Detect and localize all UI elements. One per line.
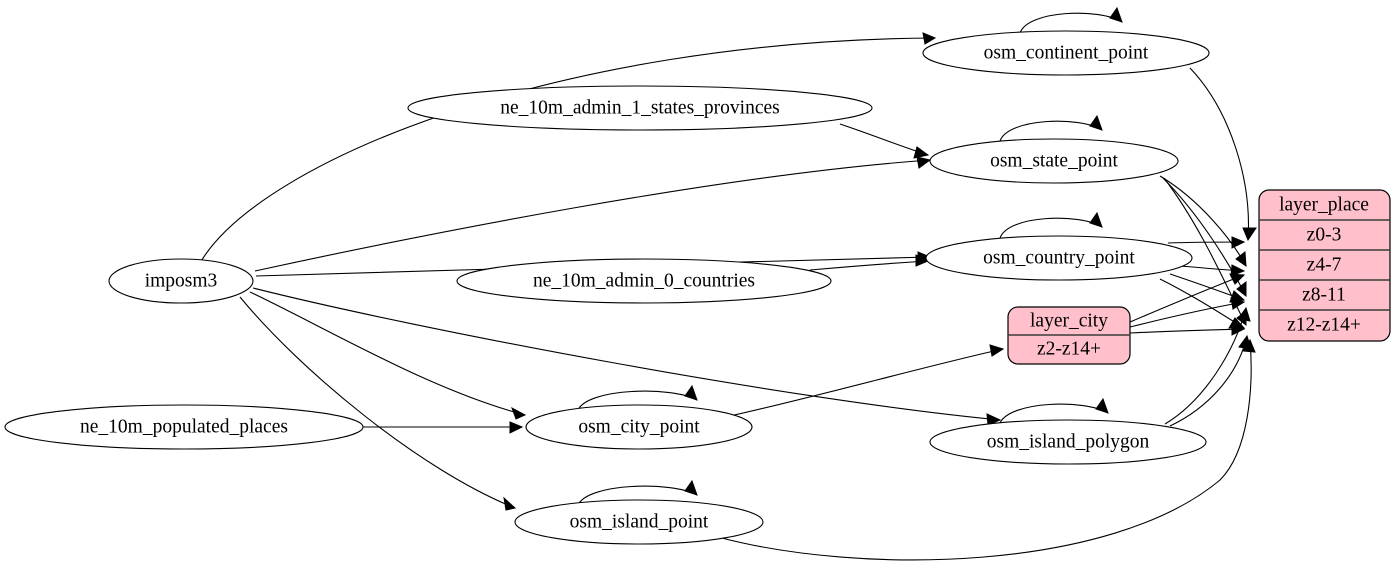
edge-imposm3-to-osm-island-point [239,296,517,511]
node-osm-country-point[interactable]: osm_country_point [925,235,1193,281]
node-osm-city-point[interactable]: osm_city_point [525,404,753,450]
edge-self-loop-osm-island-point [577,479,698,506]
edge-osm-state-point-to-layer-place-z4-7 [1159,175,1247,268]
layer-place-row-z0-3[interactable]: z0-3 [1307,224,1342,245]
edges-group [199,6,1257,561]
layer-city-title: layer_city [1030,310,1108,331]
nodes-group: osm_continent_point ne_10m_admin_1_state… [4,30,1210,545]
edge-ne-populated-to-osm-city-point [363,421,524,434]
node-ne-10m-admin-1-states-provinces[interactable]: ne_10m_admin_1_states_provinces [407,85,873,131]
node-imposm3[interactable]: imposm3 [108,258,254,304]
layer-place-row-z4-7[interactable]: z4-7 [1307,254,1342,275]
node-osm-state-point[interactable]: osm_state_point [929,138,1179,184]
edge-self-loop-osm-continent-point [1019,6,1123,34]
edge-imposm3-to-osm-island-polygon [252,287,1002,426]
node-osm-island-point[interactable]: osm_island_point [514,499,764,545]
node-ne-10m-admin-0-countries[interactable]: ne_10m_admin_0_countries [456,258,832,304]
edge-imposm3-to-osm-continent-point [199,32,937,264]
node-label-osm-country-point: osm_country_point [983,247,1135,268]
edge-layer-city-to-layer-place-z8-11 [1129,297,1246,328]
edge-layer-city-to-layer-place-z12-z14 [1129,323,1246,336]
edge-self-loop-osm-city-point [577,384,698,411]
edge-layer-city-to-layer-place-z4-7 [1129,273,1246,323]
node-label-osm-city-point: osm_city_point [578,416,700,437]
node-ne-10m-populated-places[interactable]: ne_10m_populated_places [4,404,364,450]
node-label-ne-states: ne_10m_admin_1_states_provinces [500,97,779,118]
edge-imposm3-to-osm-city-point [249,291,527,420]
node-label-osm-continent-point: osm_continent_point [984,42,1149,63]
node-label-ne-countries: ne_10m_admin_0_countries [533,270,755,291]
edge-self-loop-osm-state-point [999,114,1103,142]
node-osm-continent-point[interactable]: osm_continent_point [922,30,1210,76]
node-label-osm-island-polygon: osm_island_polygon [987,431,1150,452]
edge-osm-country-point-to-layer-place-z0-3 [1167,236,1246,249]
edge-osm-state-point-to-layer-place-z8-11 [1161,176,1247,298]
layer-place-row-z8-11[interactable]: z8-11 [1302,284,1346,305]
edge-self-loop-osm-island-polygon [999,397,1109,424]
layer-place-table[interactable]: layer_place z0-3 z4-7 z8-11 z12-z14+ [1258,189,1391,342]
node-label-ne-populated: ne_10m_populated_places [80,416,288,437]
edge-ne-countries-to-osm-country-point [809,254,930,271]
node-label-imposm3: imposm3 [145,270,218,291]
edge-self-loop-osm-country-point [999,211,1103,239]
edge-ne-states-to-osm-state-point [839,123,930,159]
edge-osm-country-point-to-layer-place-z4-7 [1179,264,1246,277]
edge-osm-continent-point-to-layer-place-z0-3 [1189,67,1257,242]
edge-osm-island-polygon-to-layer-place-z8-11 [1164,306,1251,425]
edge-imposm3-to-osm-state-point [254,156,932,272]
node-osm-island-polygon[interactable]: osm_island_polygon [929,419,1207,465]
layer-city-table[interactable]: layer_city z2-z14+ [1007,306,1131,365]
layer-place-title: layer_place [1279,194,1369,215]
layer-tables-group: layer_city z2-z14+ layer_place z0-3 z4-7… [1007,189,1391,365]
layer-place-row-z12-z14[interactable]: z12-z14+ [1287,314,1361,335]
edge-osm-island-point-to-layer-place-z12-z14 [717,338,1256,561]
edge-osm-city-point-to-layer-city [729,344,1005,417]
node-label-osm-state-point: osm_state_point [990,150,1118,171]
layer-city-row-z2-z14[interactable]: z2-z14+ [1037,338,1101,359]
node-label-osm-island-point: osm_island_point [570,511,709,532]
